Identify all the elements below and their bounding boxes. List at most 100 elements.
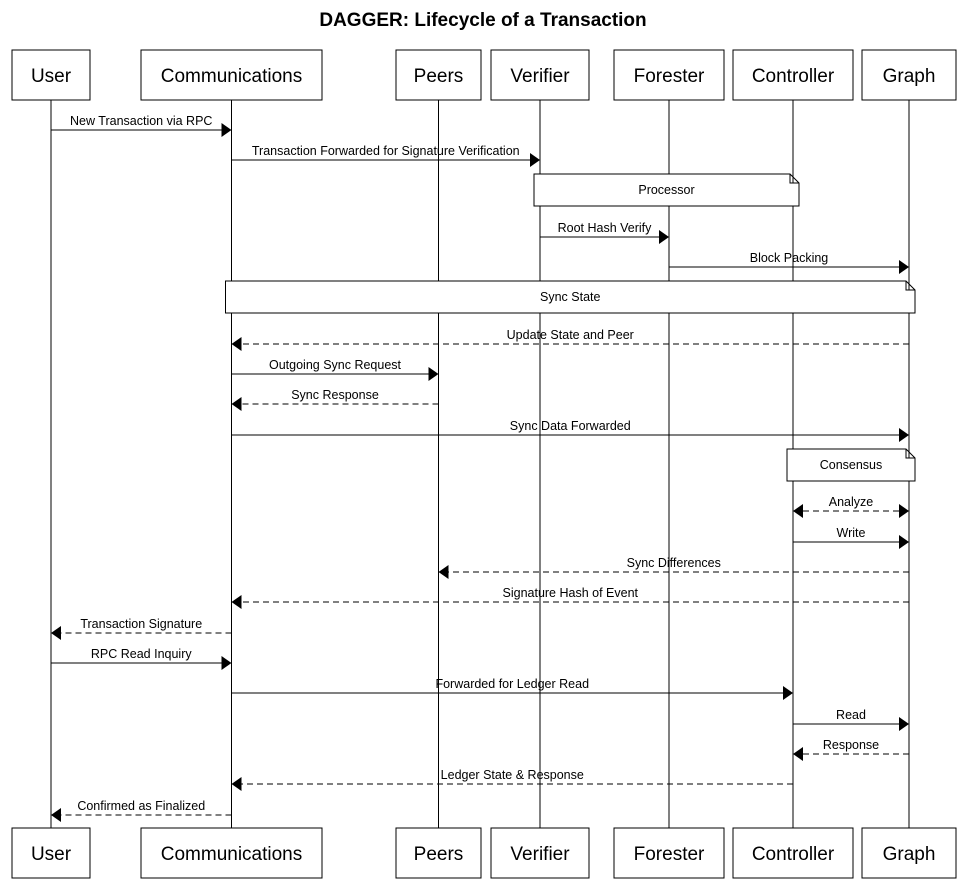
message-block-packing: Block Packing [669,251,909,274]
message-label: Confirmed as Finalized [77,799,205,813]
actor-box [861,49,957,101]
diagram-title: DAGGER: Lifecycle of a Transaction [319,10,646,31]
actor-label: Controller [752,844,835,865]
message-label: RPC Read Inquiry [91,647,192,661]
arrowhead [530,153,540,167]
note-label: Sync State [540,290,600,304]
message-label: Update State and Peer [507,328,634,342]
note-label: Consensus [820,458,883,472]
actor-label: User [31,844,72,865]
note-label: Processor [638,183,694,197]
actor-label: Controller [752,66,835,87]
actor-label: Peers [414,66,464,87]
actors-top: User Communications Peers Verifier Forester C… [11,49,957,101]
arrowhead [428,367,439,381]
arrowhead [783,686,793,700]
message-label: Signature Hash of Event [503,586,639,600]
arrowhead [793,504,803,518]
message-label: Outgoing Sync Request [269,358,402,372]
actor-label: Graph [883,66,936,87]
actor-box [613,49,725,101]
note-sync-state: Sync State [225,280,916,314]
actor-label: Peers [414,844,464,865]
note-processor: Processor [533,173,800,207]
actor-box [490,49,590,101]
actor-communications-top: Communications [140,49,323,101]
actor-forester-bottom: Forester [613,827,725,879]
events: New Transaction via RPC Transaction Forwa… [51,114,916,822]
message-transaction-signature: Transaction Signature [51,617,232,640]
message-forwarded-for-ledger-read: Forwarded for Ledger Read [231,677,793,700]
arrowhead [899,260,909,274]
message-new-transaction-via-rpc: New Transaction via RPC [51,114,232,137]
actor-verifier-bottom: Verifier [490,827,590,879]
note-box [533,173,800,207]
actor-verifier-top: Verifier [490,49,590,101]
message-sync-response: Sync Response [231,388,439,411]
arrowhead [221,656,232,670]
actor-label: Communications [161,844,303,865]
actor-forester-top: Forester [613,49,725,101]
arrowhead [438,565,449,579]
actor-box [732,827,854,879]
arrowhead [899,504,909,518]
actor-box [732,49,854,101]
actor-box [11,49,91,101]
actor-peers-top: Peers [395,49,482,101]
message-label: New Transaction via RPC [70,114,212,128]
message-label: Transaction Signature [80,617,202,631]
arrowhead [231,337,242,351]
lifelines [50,100,910,828]
message-signature-hash-of-event: Signature Hash of Event [231,586,909,609]
message-root-hash-verify: Root Hash Verify [540,221,669,244]
actor-box [11,827,91,879]
message-confirmed-as-finalized: Confirmed as Finalized [51,799,232,822]
actor-label: Forester [634,66,705,87]
arrowhead [899,717,909,731]
actor-box [140,49,323,101]
actor-box [395,49,482,101]
message-response: Response [793,738,909,761]
message-label: Block Packing [750,251,829,265]
actor-communications-bottom: Communications [140,827,323,879]
message-label: Ledger State & Response [441,768,584,782]
actor-box [395,827,482,879]
arrowhead [659,230,669,244]
arrowhead [231,595,242,609]
actor-controller-top: Controller [732,49,854,101]
actor-graph-bottom: Graph [861,827,957,879]
actor-label: User [31,66,72,87]
arrowhead [899,535,909,549]
arrowhead [793,747,803,761]
arrowhead [51,808,61,822]
arrowhead [231,397,242,411]
actor-label: Graph [883,844,936,865]
actor-user-top: User [11,49,91,101]
message-ledger-state-response: Ledger State & Response [231,768,793,791]
message-label: Transaction Forwarded for Signature Veri… [252,144,520,158]
actor-box [861,827,957,879]
message-sync-data-forwarded: Sync Data Forwarded [231,419,909,442]
actor-peers-bottom: Peers [395,827,482,879]
actor-box [613,827,725,879]
actor-box [140,827,323,879]
actor-label: Verifier [510,844,570,865]
message-label: Forwarded for Ledger Read [435,677,589,691]
message-label: Root Hash Verify [558,221,653,235]
message-label: Analyze [829,495,874,509]
arrowhead [51,626,61,640]
actor-graph-top: Graph [861,49,957,101]
note-consensus: Consensus [786,448,916,482]
note-box [225,280,916,314]
message-label: Read [836,708,866,722]
arrowhead [221,123,232,137]
message-label: Response [823,738,879,752]
actor-controller-bottom: Controller [732,827,854,879]
message-rpc-read-inquiry: RPC Read Inquiry [51,647,232,670]
message-update-state-and-peer: Update State and Peer [231,328,909,351]
message-sync-differences: Sync Differences [438,556,909,579]
message-outgoing-sync-request: Outgoing Sync Request [231,358,439,381]
message-label: Sync Data Forwarded [510,419,631,433]
actors-bottom: User Communications Peers Verifier Forester C… [11,827,957,879]
